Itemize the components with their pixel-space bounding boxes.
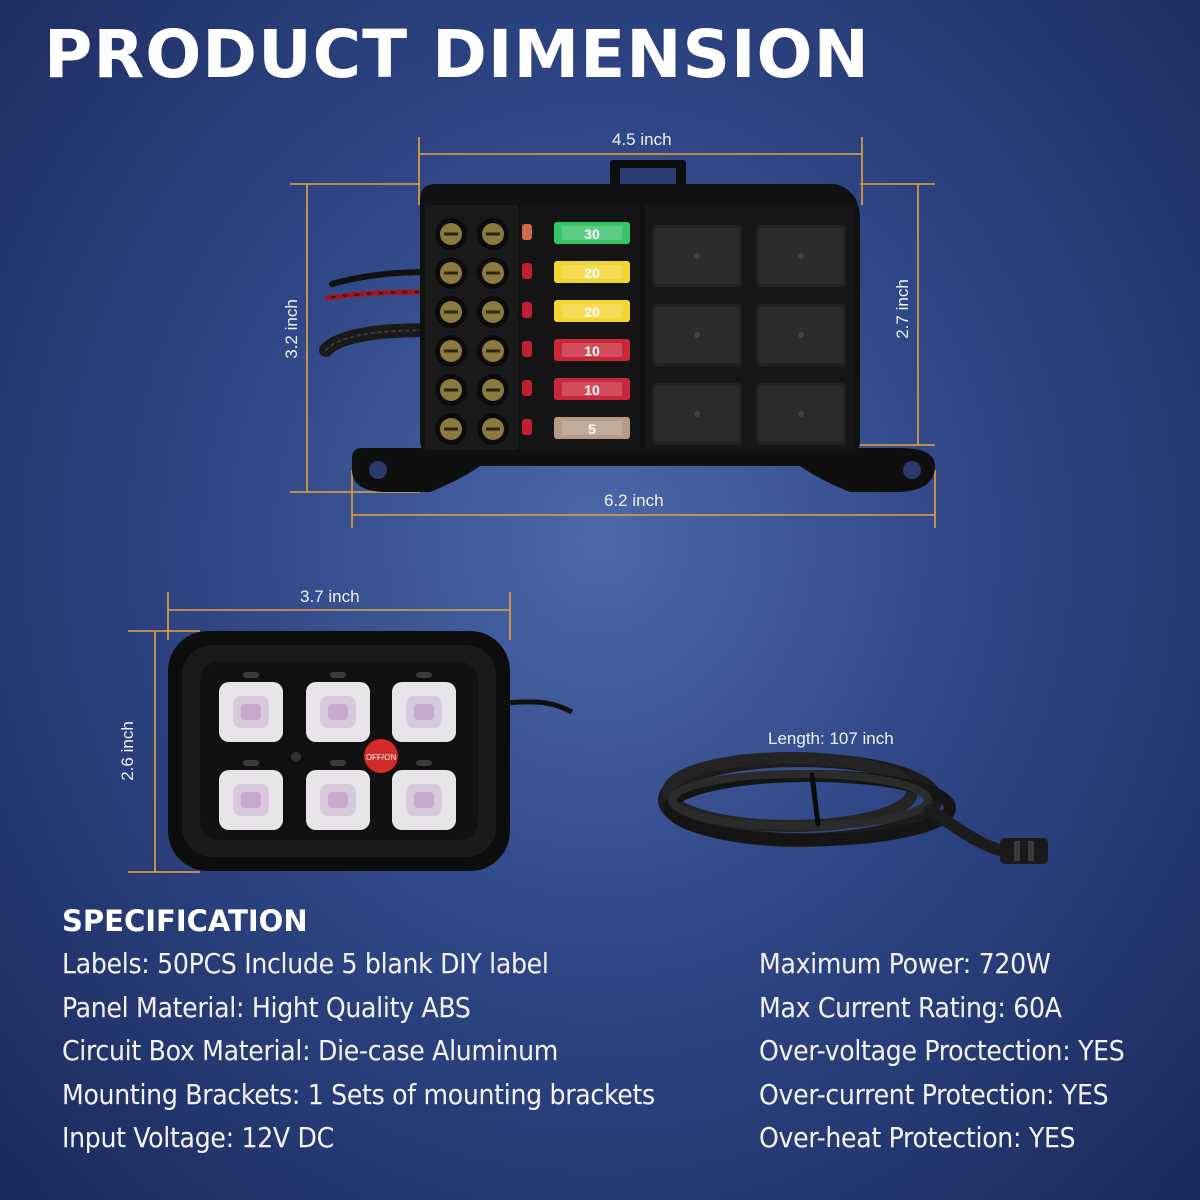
fuse-relay-box <box>352 160 935 492</box>
fuse-rating: 30 <box>584 226 600 242</box>
relay <box>756 225 846 287</box>
panel-switch-button[interactable] <box>306 672 370 742</box>
spec-item: Max Current Rating: 60A <box>759 990 1062 1024</box>
terminal-screw <box>477 413 509 445</box>
fuse: 10 <box>522 339 630 361</box>
fuse: 5 <box>522 417 630 439</box>
dimension-panel-height: 2.6 inch <box>117 721 137 781</box>
terminal-screw <box>435 335 467 367</box>
panel-switch-button[interactable] <box>306 760 370 830</box>
product-illustration: 30 20 20 10 10 5 OFF/ON <box>128 137 1048 873</box>
relay <box>756 383 846 445</box>
extension-cable <box>658 752 1048 864</box>
fuse-rating: 5 <box>588 421 596 437</box>
dimension-box-height-left: 3.2 inch <box>281 299 301 359</box>
dimension-box-top-width: 4.5 inch <box>612 130 672 149</box>
spec-item: Over-voltage Proctection: YES <box>759 1034 1125 1068</box>
relay <box>756 304 846 366</box>
spec-heading: SPECIFICATION <box>62 904 308 938</box>
power-button[interactable] <box>364 739 398 773</box>
spec-item: Over-heat Protection: YES <box>759 1121 1076 1155</box>
fuse-rating: 20 <box>584 304 600 320</box>
cable-length-label: Length: 107 inch <box>768 729 894 748</box>
relay-grid <box>652 225 846 445</box>
spec-left-column: Labels: 50PCS Include 5 blank DIY label … <box>62 942 655 1160</box>
relay <box>652 225 742 287</box>
terminal-screw <box>435 413 467 445</box>
fuse-rating: 10 <box>584 343 600 359</box>
fuse: 20 <box>522 300 630 322</box>
relay <box>652 383 742 445</box>
terminal-screw <box>435 374 467 406</box>
terminal-screw <box>477 374 509 406</box>
panel-switch-button[interactable] <box>392 672 456 742</box>
panel-switch-button[interactable] <box>392 760 456 830</box>
spec-item: Input Voltage: 12V DC <box>62 1121 334 1155</box>
dimension-panel-width: 3.7 inch <box>300 587 360 606</box>
wire-harness <box>319 269 437 357</box>
terminal-screw <box>477 335 509 367</box>
dimension-lines <box>128 137 936 873</box>
fuse-rating: 20 <box>584 265 600 281</box>
fuse: 20 <box>522 261 630 283</box>
spec-item: Panel Material: Hight Quality ABS <box>62 990 471 1024</box>
relay <box>652 304 742 366</box>
terminal-screw <box>435 296 467 328</box>
power-button-label: OFF/ON <box>366 753 396 762</box>
terminal-screw <box>477 218 509 250</box>
fuse-column: 30 20 20 10 10 5 <box>522 222 630 439</box>
fuse: 10 <box>522 378 630 400</box>
dimension-box-bottom-width: 6.2 inch <box>604 491 664 510</box>
switch-panel: OFF/ON <box>168 631 574 871</box>
dimension-box-height-right: 2.7 inch <box>892 279 912 339</box>
spec-item: Labels: 50PCS Include 5 blank DIY label <box>62 947 549 980</box>
spec-item: Mounting Brackets: 1 Sets of mounting br… <box>62 1077 655 1111</box>
spec-right-column: Maximum Power: 720W Max Current Rating: … <box>759 942 1125 1160</box>
panel-switch-button[interactable] <box>219 672 283 742</box>
terminal-screw <box>435 218 467 250</box>
terminal-screw <box>477 296 509 328</box>
cable-connector <box>1000 838 1048 864</box>
fuse-rating: 10 <box>584 382 600 398</box>
terminal-block <box>435 218 509 445</box>
panel-switch-button[interactable] <box>219 760 283 830</box>
terminal-screw <box>435 257 467 289</box>
spec-item: Maximum Power: 720W <box>759 947 1051 980</box>
spec-item: Over-current Protection: YES <box>759 1077 1109 1111</box>
fuse: 30 <box>522 222 630 244</box>
page-title: PRODUCT DIMENSION <box>44 16 870 93</box>
spec-item: Circuit Box Material: Die-case Aluminum <box>62 1034 558 1068</box>
terminal-screw <box>477 257 509 289</box>
